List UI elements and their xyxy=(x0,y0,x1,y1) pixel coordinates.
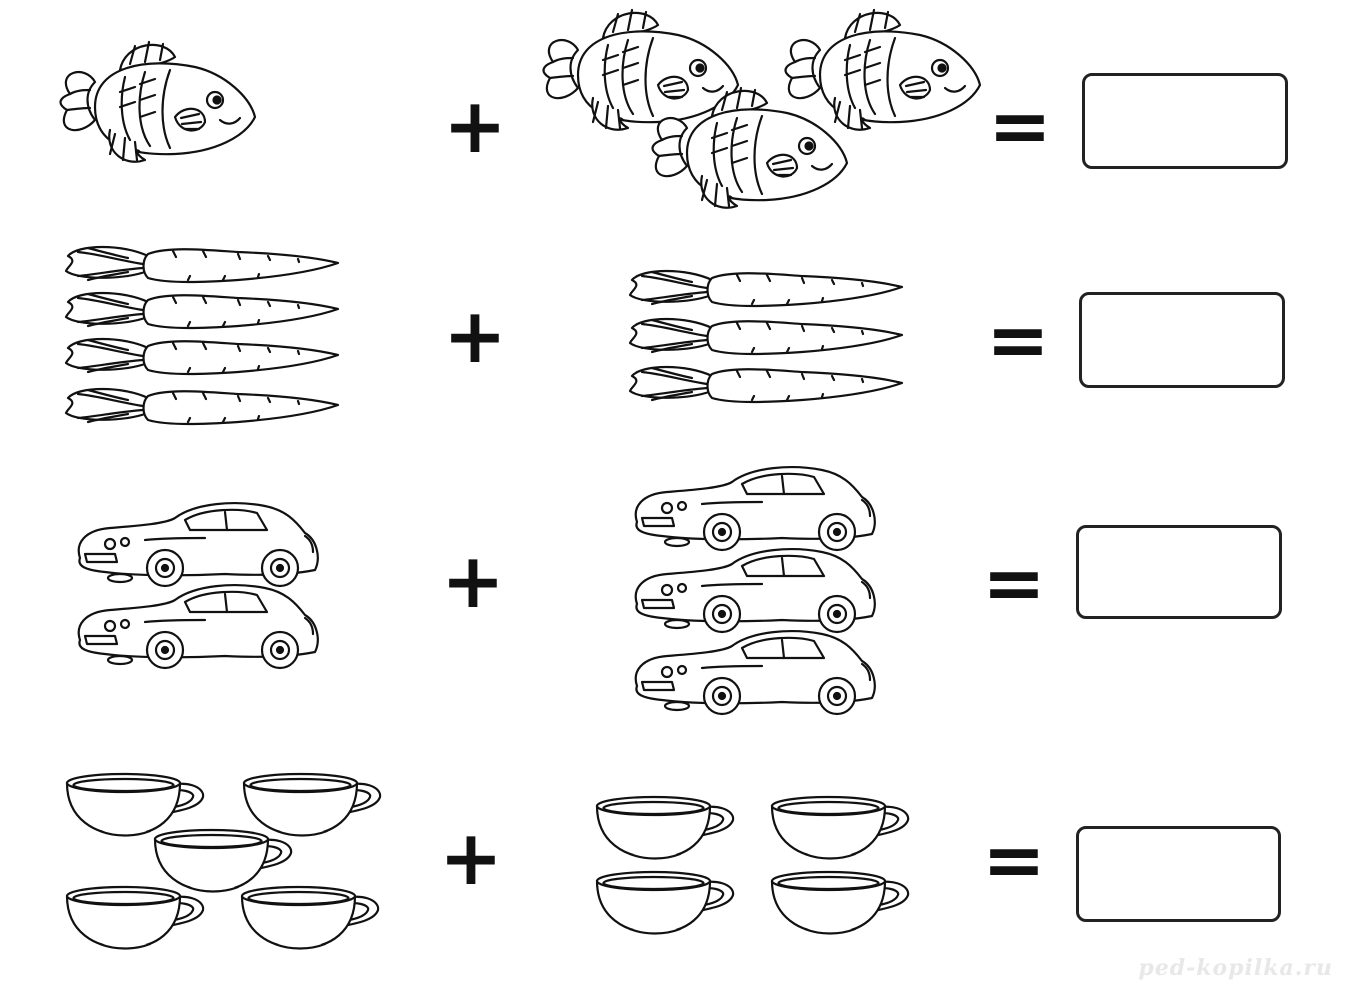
equals-sign: = xyxy=(988,81,1052,170)
watermark: ped-kopilka.ru xyxy=(1138,955,1333,981)
answer-box-3[interactable] xyxy=(1076,525,1282,619)
plus-sign: + xyxy=(439,813,503,902)
cup-icon xyxy=(65,885,205,950)
answer-box-1[interactable] xyxy=(1082,73,1288,169)
car-icon xyxy=(77,502,319,588)
carrot-icon xyxy=(64,245,340,284)
cup-icon xyxy=(595,795,735,860)
cup-icon xyxy=(65,772,205,837)
cup-icon xyxy=(242,772,382,837)
carrot-icon xyxy=(628,317,904,356)
carrot-icon xyxy=(64,291,340,330)
carrot-icon xyxy=(628,365,904,404)
fish-icon xyxy=(542,8,740,131)
car-icon xyxy=(634,548,876,634)
cup-icon xyxy=(770,795,910,860)
cup-icon xyxy=(240,885,380,950)
cup-icon xyxy=(770,870,910,935)
plus-sign: + xyxy=(443,291,507,380)
equals-sign: = xyxy=(982,538,1046,627)
car-icon xyxy=(77,584,319,670)
answer-box-2[interactable] xyxy=(1079,292,1285,388)
carrot-icon xyxy=(64,337,340,376)
answer-box-4[interactable] xyxy=(1076,826,1281,922)
cup-icon xyxy=(153,828,293,893)
carrot-icon xyxy=(628,269,904,308)
plus-sign: + xyxy=(443,81,507,170)
carrot-icon xyxy=(64,387,340,426)
car-icon xyxy=(634,466,876,552)
car-icon xyxy=(634,630,876,716)
cup-icon xyxy=(595,870,735,935)
equals-sign: = xyxy=(982,815,1046,904)
plus-sign: + xyxy=(441,536,505,625)
equals-sign: = xyxy=(986,295,1050,384)
fish-icon xyxy=(59,40,257,163)
fish-icon xyxy=(784,8,982,131)
